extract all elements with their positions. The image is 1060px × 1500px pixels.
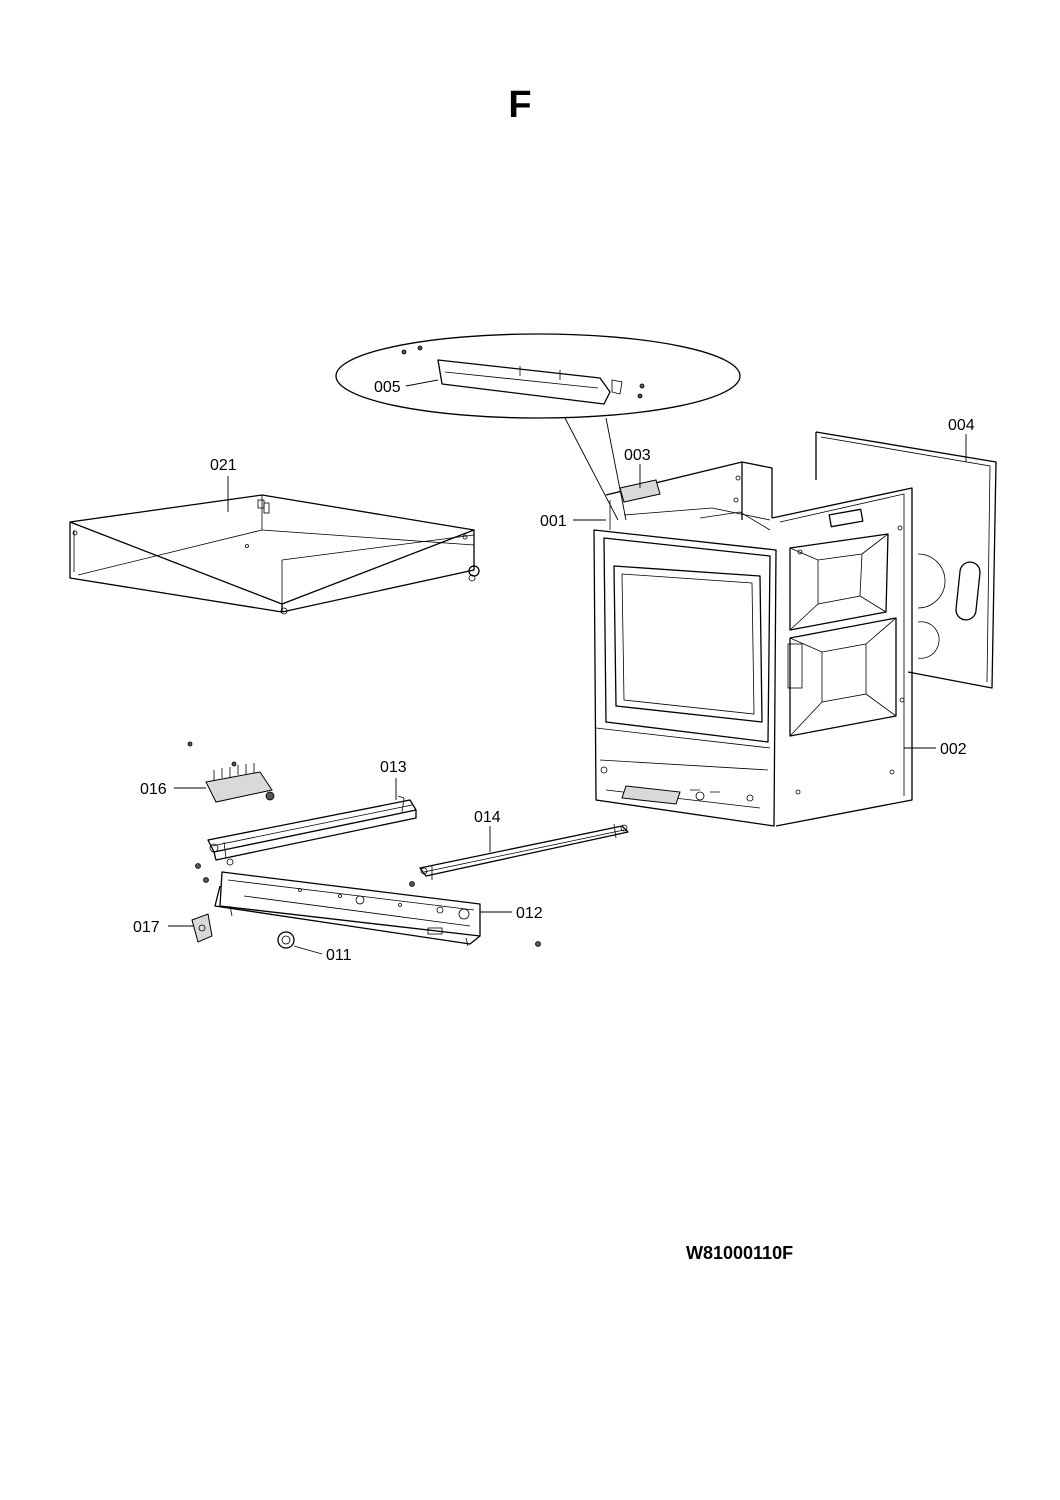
side-rail-013 xyxy=(419,823,629,880)
bottom-frame-011 xyxy=(214,871,481,947)
bushing-017 xyxy=(277,931,295,949)
callout-016: 017 xyxy=(133,919,160,936)
clip-016 xyxy=(191,913,213,943)
callout-002: 002 xyxy=(940,741,967,758)
callout-013: 014 xyxy=(474,809,501,826)
back-panel-004 xyxy=(815,431,997,689)
drawer-tray-021 xyxy=(69,494,480,615)
callout-021: 021 xyxy=(210,457,237,474)
burner-base-014 xyxy=(187,741,275,803)
callout-003: 003 xyxy=(624,447,651,464)
callout-004: 004 xyxy=(948,417,975,434)
screws xyxy=(195,863,541,947)
callout-014: 016 xyxy=(140,781,167,798)
callout-005: 005 xyxy=(374,379,401,396)
sheet-title: F xyxy=(508,84,532,126)
callout-001: 001 xyxy=(540,513,567,530)
oven-cabinet-002 xyxy=(593,461,913,827)
leader-lines xyxy=(168,379,967,955)
top-rail-bracket-005 xyxy=(401,345,645,405)
oven-window-opening xyxy=(613,565,763,723)
callout-017: 011 xyxy=(326,947,352,964)
detail-ellipse xyxy=(335,333,741,521)
callout-012: 013 xyxy=(380,759,407,776)
callout-labels: 005 021 003 001 004 002 013 014 016 012 … xyxy=(133,379,975,964)
side-rail-012 xyxy=(207,795,417,866)
callout-011: 012 xyxy=(516,905,543,922)
drawing-code: W81000110F xyxy=(686,1243,794,1263)
